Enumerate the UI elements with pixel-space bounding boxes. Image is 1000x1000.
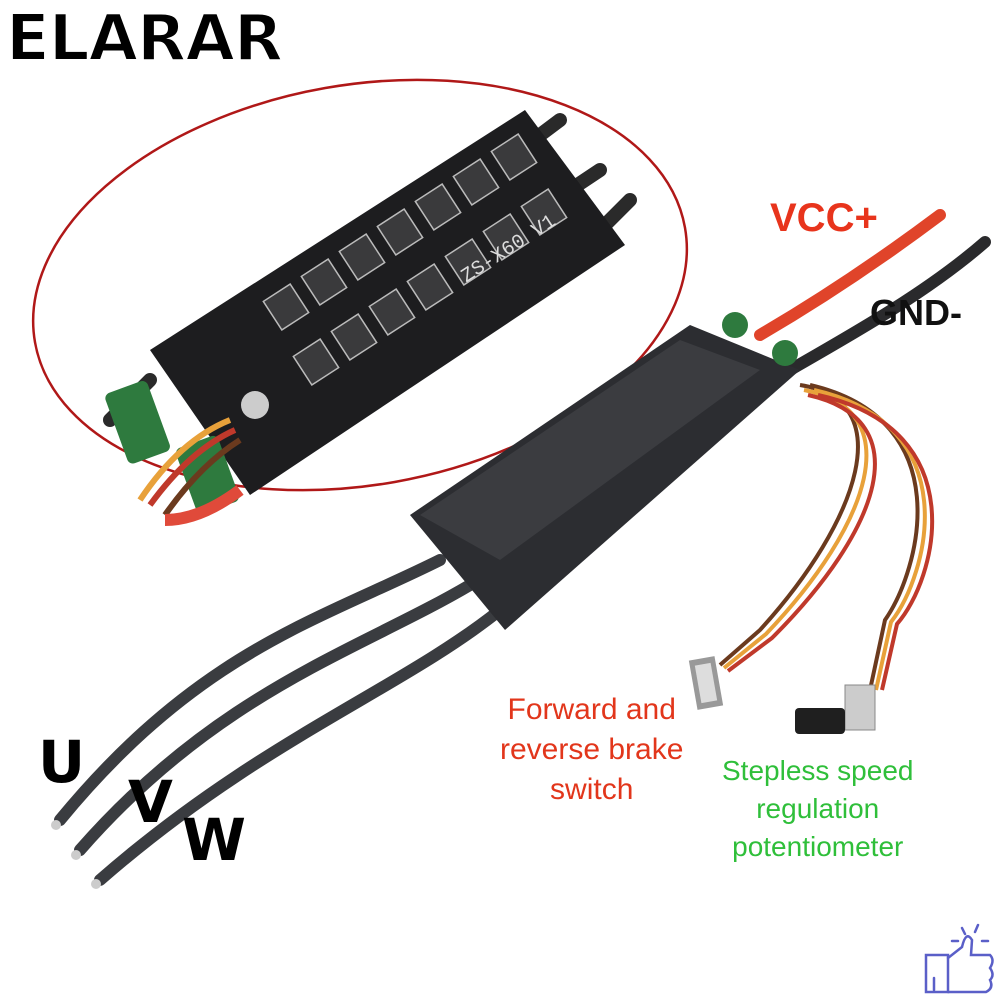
potentiometer-label: Stepless speed regulation potentiometer [722,752,913,866]
phase-u-label: U [38,728,86,796]
label-line: Forward and [507,693,676,726]
mosfet [376,207,424,257]
phase-v-label: V [128,768,173,836]
label-line: reverse brake [500,733,684,766]
mosfet [338,232,386,282]
mosfet [490,132,538,182]
potentiometer [795,684,876,734]
board-signal-wires [137,417,244,526]
forward-switch-label: Forward and reverse brake switch [500,690,683,810]
mosfet [300,257,348,307]
mosfet [262,282,310,332]
mosfet [414,182,462,232]
phase-w-label: W [182,806,246,874]
direction-switch [688,656,724,710]
mosfet [330,312,378,362]
mosfet [482,212,530,262]
mosfet [520,187,568,237]
label-line: potentiometer [732,831,904,862]
vcc-wire [754,209,946,341]
gnd-wire [784,236,991,376]
mosfet [444,237,492,287]
signal-wires [718,383,935,691]
mosfet [368,287,416,337]
highlight-ellipse [31,78,689,492]
thumbs-up-icon [924,923,994,994]
phase-wires [54,554,506,886]
mosfet [292,337,340,387]
brand-logo: ELARAR [5,1,284,77]
mosfet [406,262,454,312]
mosfet [452,157,500,207]
label-line: Stepless speed [722,755,914,786]
esc-top [420,340,760,560]
mosfet-rows [262,132,568,387]
esc-capacitors [722,312,798,366]
label-line: switch [550,773,634,806]
vcc-label: VCC+ [770,196,878,240]
label-line: regulation [756,793,880,824]
gnd-label: GND- [870,292,962,333]
wire-tips [51,820,101,889]
